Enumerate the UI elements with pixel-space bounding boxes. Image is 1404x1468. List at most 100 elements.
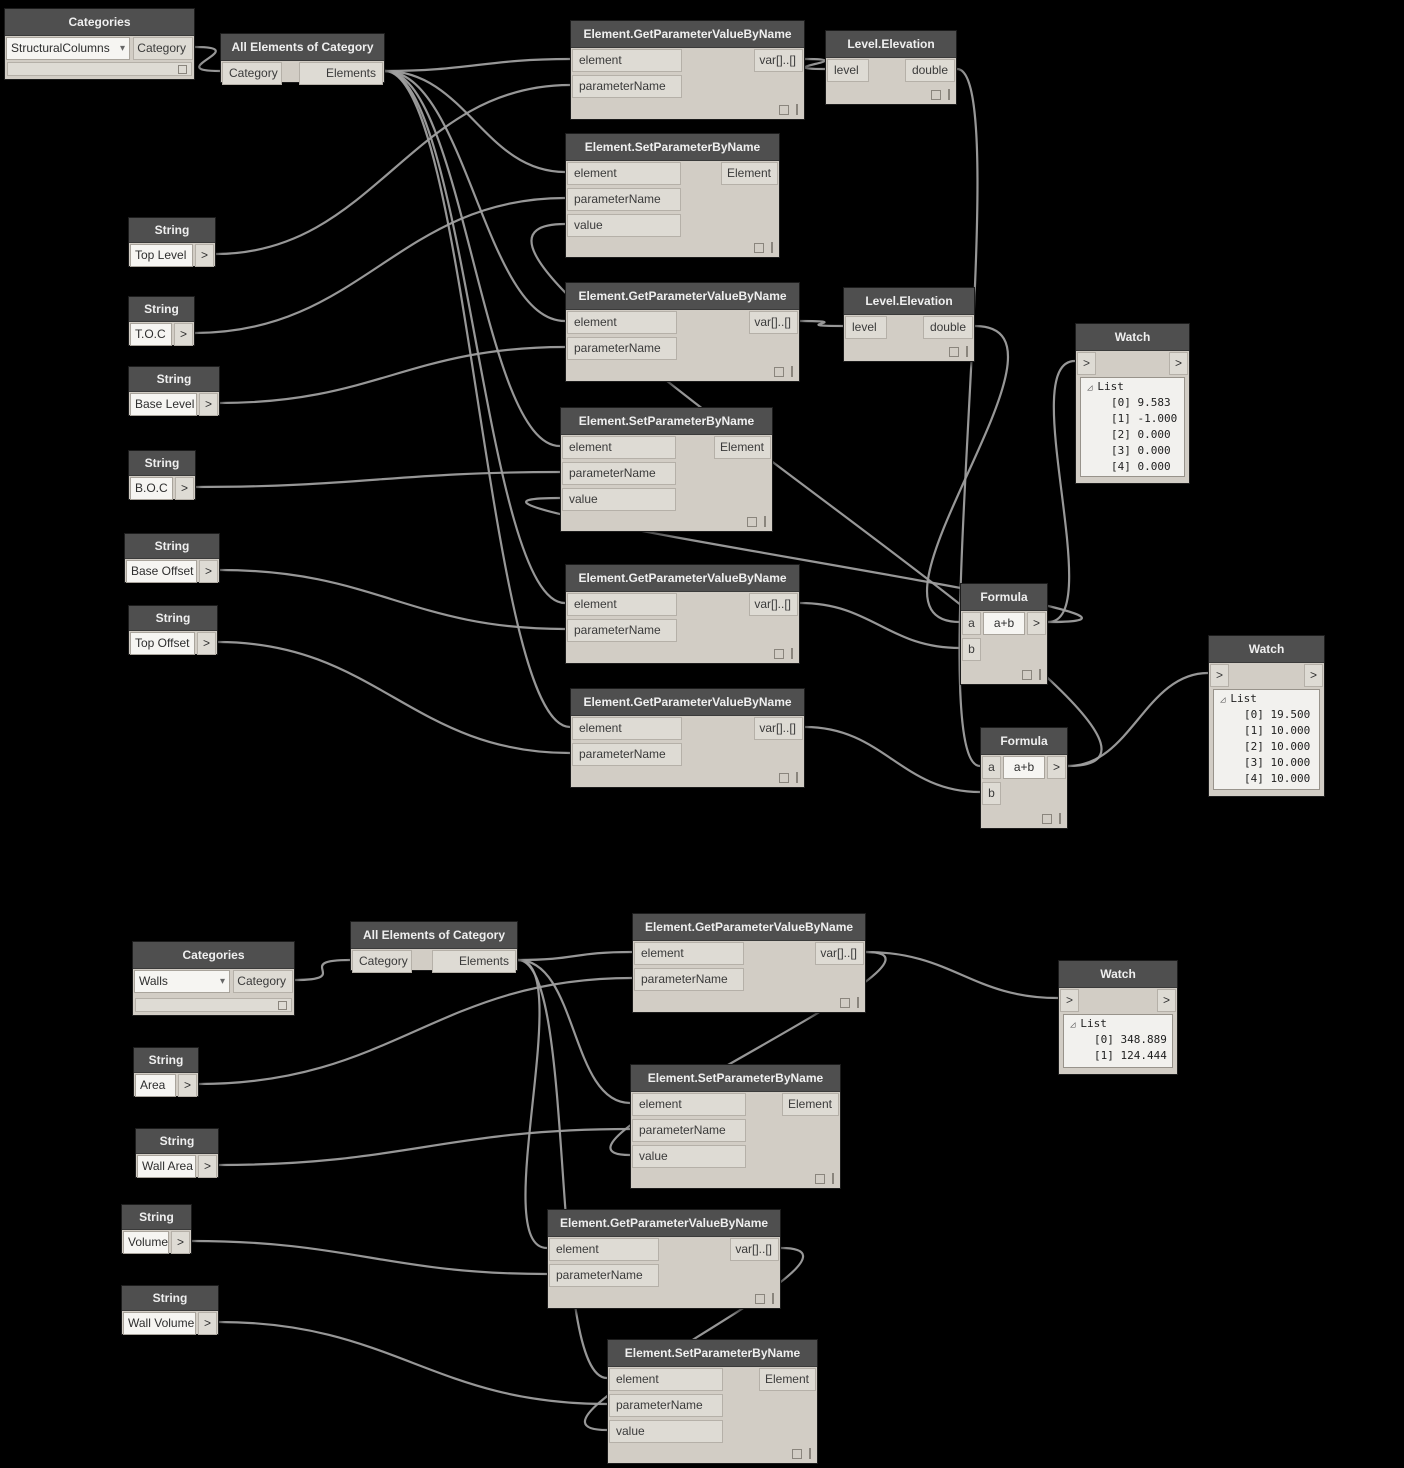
port-out[interactable]: > (195, 244, 214, 267)
wire[interactable] (383, 69, 567, 174)
port-in-a[interactable]: a (982, 756, 1001, 779)
port-in-parameter-name[interactable]: parameterName (562, 462, 676, 485)
node-get-parameter-top-offset[interactable]: Element.GetParameterValueByName element … (570, 688, 805, 788)
port-in-a[interactable]: a (962, 612, 981, 635)
port-out-elements[interactable]: Elements (299, 62, 383, 85)
wire[interactable] (609, 950, 887, 1157)
watch-list-root[interactable]: ◿List (1070, 1017, 1107, 1030)
string-value-field[interactable]: Top Offset (130, 632, 195, 655)
port-in-b[interactable]: b (982, 782, 1001, 805)
pin-icon[interactable] (791, 648, 793, 659)
pin-icon[interactable] (771, 242, 773, 253)
port-in-element[interactable]: element (572, 717, 682, 740)
port-out[interactable]: > (1047, 756, 1066, 779)
node-level-elevation-top[interactable]: Level.Elevation level double (825, 30, 957, 105)
wire[interactable] (383, 57, 572, 73)
pin-icon[interactable] (796, 104, 798, 115)
port-in-value[interactable]: value (562, 488, 676, 511)
node-set-parameter-wall-volume[interactable]: Element.SetParameterByName element Eleme… (607, 1339, 818, 1464)
port-in-element[interactable]: element (562, 436, 676, 459)
node-watch-toc[interactable]: Watch > > ◿List [0] 19.500 [1] 10.000 [2… (1208, 635, 1325, 797)
tree-expander-icon[interactable]: ◿ (1070, 1020, 1076, 1030)
port-in-parameter-name[interactable]: parameterName (572, 743, 682, 766)
node-get-parameter-base-level[interactable]: Element.GetParameterValueByName element … (565, 282, 800, 382)
port-in-parameter-name[interactable]: parameterName (567, 337, 677, 360)
wire[interactable] (383, 69, 567, 605)
node-title[interactable]: Watch (1076, 324, 1189, 351)
pin-icon[interactable] (966, 346, 968, 357)
port-out-element[interactable]: Element (714, 436, 771, 459)
port-out-var[interactable]: var[]..[] (754, 49, 803, 72)
port-in-parameter-name[interactable]: parameterName (609, 1394, 723, 1417)
port-out[interactable]: > (198, 1312, 217, 1335)
port-out-var[interactable]: var[]..[] (754, 717, 803, 740)
lacing-icon[interactable] (747, 516, 757, 527)
port-in-element[interactable]: element (632, 1093, 746, 1116)
port-in-element[interactable]: element (572, 49, 682, 72)
node-title[interactable]: All Elements of Category (351, 922, 517, 949)
node-title[interactable]: Element.GetParameterValueByName (548, 1210, 780, 1237)
node-title[interactable]: Watch (1209, 636, 1324, 663)
lacing-icon[interactable] (774, 648, 784, 659)
wire[interactable] (1066, 671, 1210, 768)
port-in-element[interactable]: element (567, 311, 677, 334)
node-title[interactable]: Formula (981, 728, 1067, 755)
port-in-parameter-name[interactable]: parameterName (567, 619, 677, 642)
port-out-element[interactable]: Element (759, 1368, 816, 1391)
port-in-value[interactable]: value (567, 214, 681, 237)
watch-list-root[interactable]: ◿List (1087, 380, 1124, 393)
node-categories-walls[interactable]: Categories Walls▾ Category (132, 941, 295, 1016)
node-set-parameter-toc[interactable]: Element.SetParameterByName element Eleme… (565, 133, 780, 258)
port-in-element[interactable]: element (549, 1238, 659, 1261)
category-dropdown[interactable]: StructuralColumns▾ (6, 37, 130, 60)
port-out-element[interactable]: Element (782, 1093, 839, 1116)
lacing-icon[interactable] (178, 64, 187, 74)
node-string-top-offset[interactable]: String Top Offset > (128, 605, 218, 655)
node-title[interactable]: Watch (1059, 961, 1177, 988)
pin-icon[interactable] (1059, 813, 1061, 824)
node-title[interactable]: String (134, 1048, 198, 1073)
wire[interactable] (383, 69, 562, 448)
wire[interactable] (516, 958, 549, 1250)
node-string-toc[interactable]: String T.O.C > (128, 296, 195, 346)
port-out-var[interactable]: var[]..[] (749, 593, 798, 616)
lacing-icon[interactable] (774, 366, 784, 377)
port-out-element[interactable]: Element (721, 162, 778, 185)
node-title[interactable]: Level.Elevation (826, 31, 956, 58)
node-title[interactable]: String (122, 1286, 218, 1311)
node-title[interactable]: String (129, 367, 219, 392)
lacing-icon[interactable] (1042, 813, 1052, 824)
wire[interactable] (798, 601, 962, 650)
wire[interactable] (1046, 359, 1077, 624)
wire[interactable] (530, 222, 1103, 768)
port-out-double[interactable]: double (923, 316, 973, 339)
node-title[interactable]: String (129, 451, 195, 476)
wire[interactable] (214, 83, 572, 256)
port-in-parameter-name[interactable]: parameterName (572, 75, 682, 98)
port-out[interactable]: > (199, 560, 218, 583)
wire[interactable] (803, 725, 982, 794)
lacing-icon[interactable] (949, 346, 959, 357)
wire[interactable] (925, 324, 1010, 624)
wire[interactable] (516, 950, 634, 962)
node-title[interactable]: Element.GetParameterValueByName (566, 565, 799, 592)
pin-icon[interactable] (772, 1293, 774, 1304)
pin-icon[interactable] (857, 997, 859, 1008)
wire[interactable] (193, 45, 222, 73)
port-out[interactable]: > (1027, 612, 1046, 635)
node-title[interactable]: String (129, 297, 194, 322)
node-all-elements-of-category-2[interactable]: All Elements of Category Category Elemen… (350, 921, 518, 973)
port-in-parameter-name[interactable]: parameterName (549, 1264, 659, 1287)
wire[interactable] (803, 57, 827, 71)
wire[interactable] (218, 568, 567, 631)
port-in-element[interactable]: element (609, 1368, 723, 1391)
port-out[interactable]: > (197, 632, 216, 655)
port-in-b[interactable]: b (962, 638, 981, 661)
node-title[interactable]: String (136, 1129, 218, 1154)
port-in-value[interactable]: value (632, 1145, 746, 1168)
node-title[interactable]: Level.Elevation (844, 288, 974, 315)
lacing-icon[interactable] (815, 1173, 825, 1184)
node-get-parameter-volume[interactable]: Element.GetParameterValueByName element … (547, 1209, 781, 1309)
port-in-category[interactable]: Category (222, 62, 282, 85)
port-in-value[interactable]: value (609, 1420, 723, 1443)
